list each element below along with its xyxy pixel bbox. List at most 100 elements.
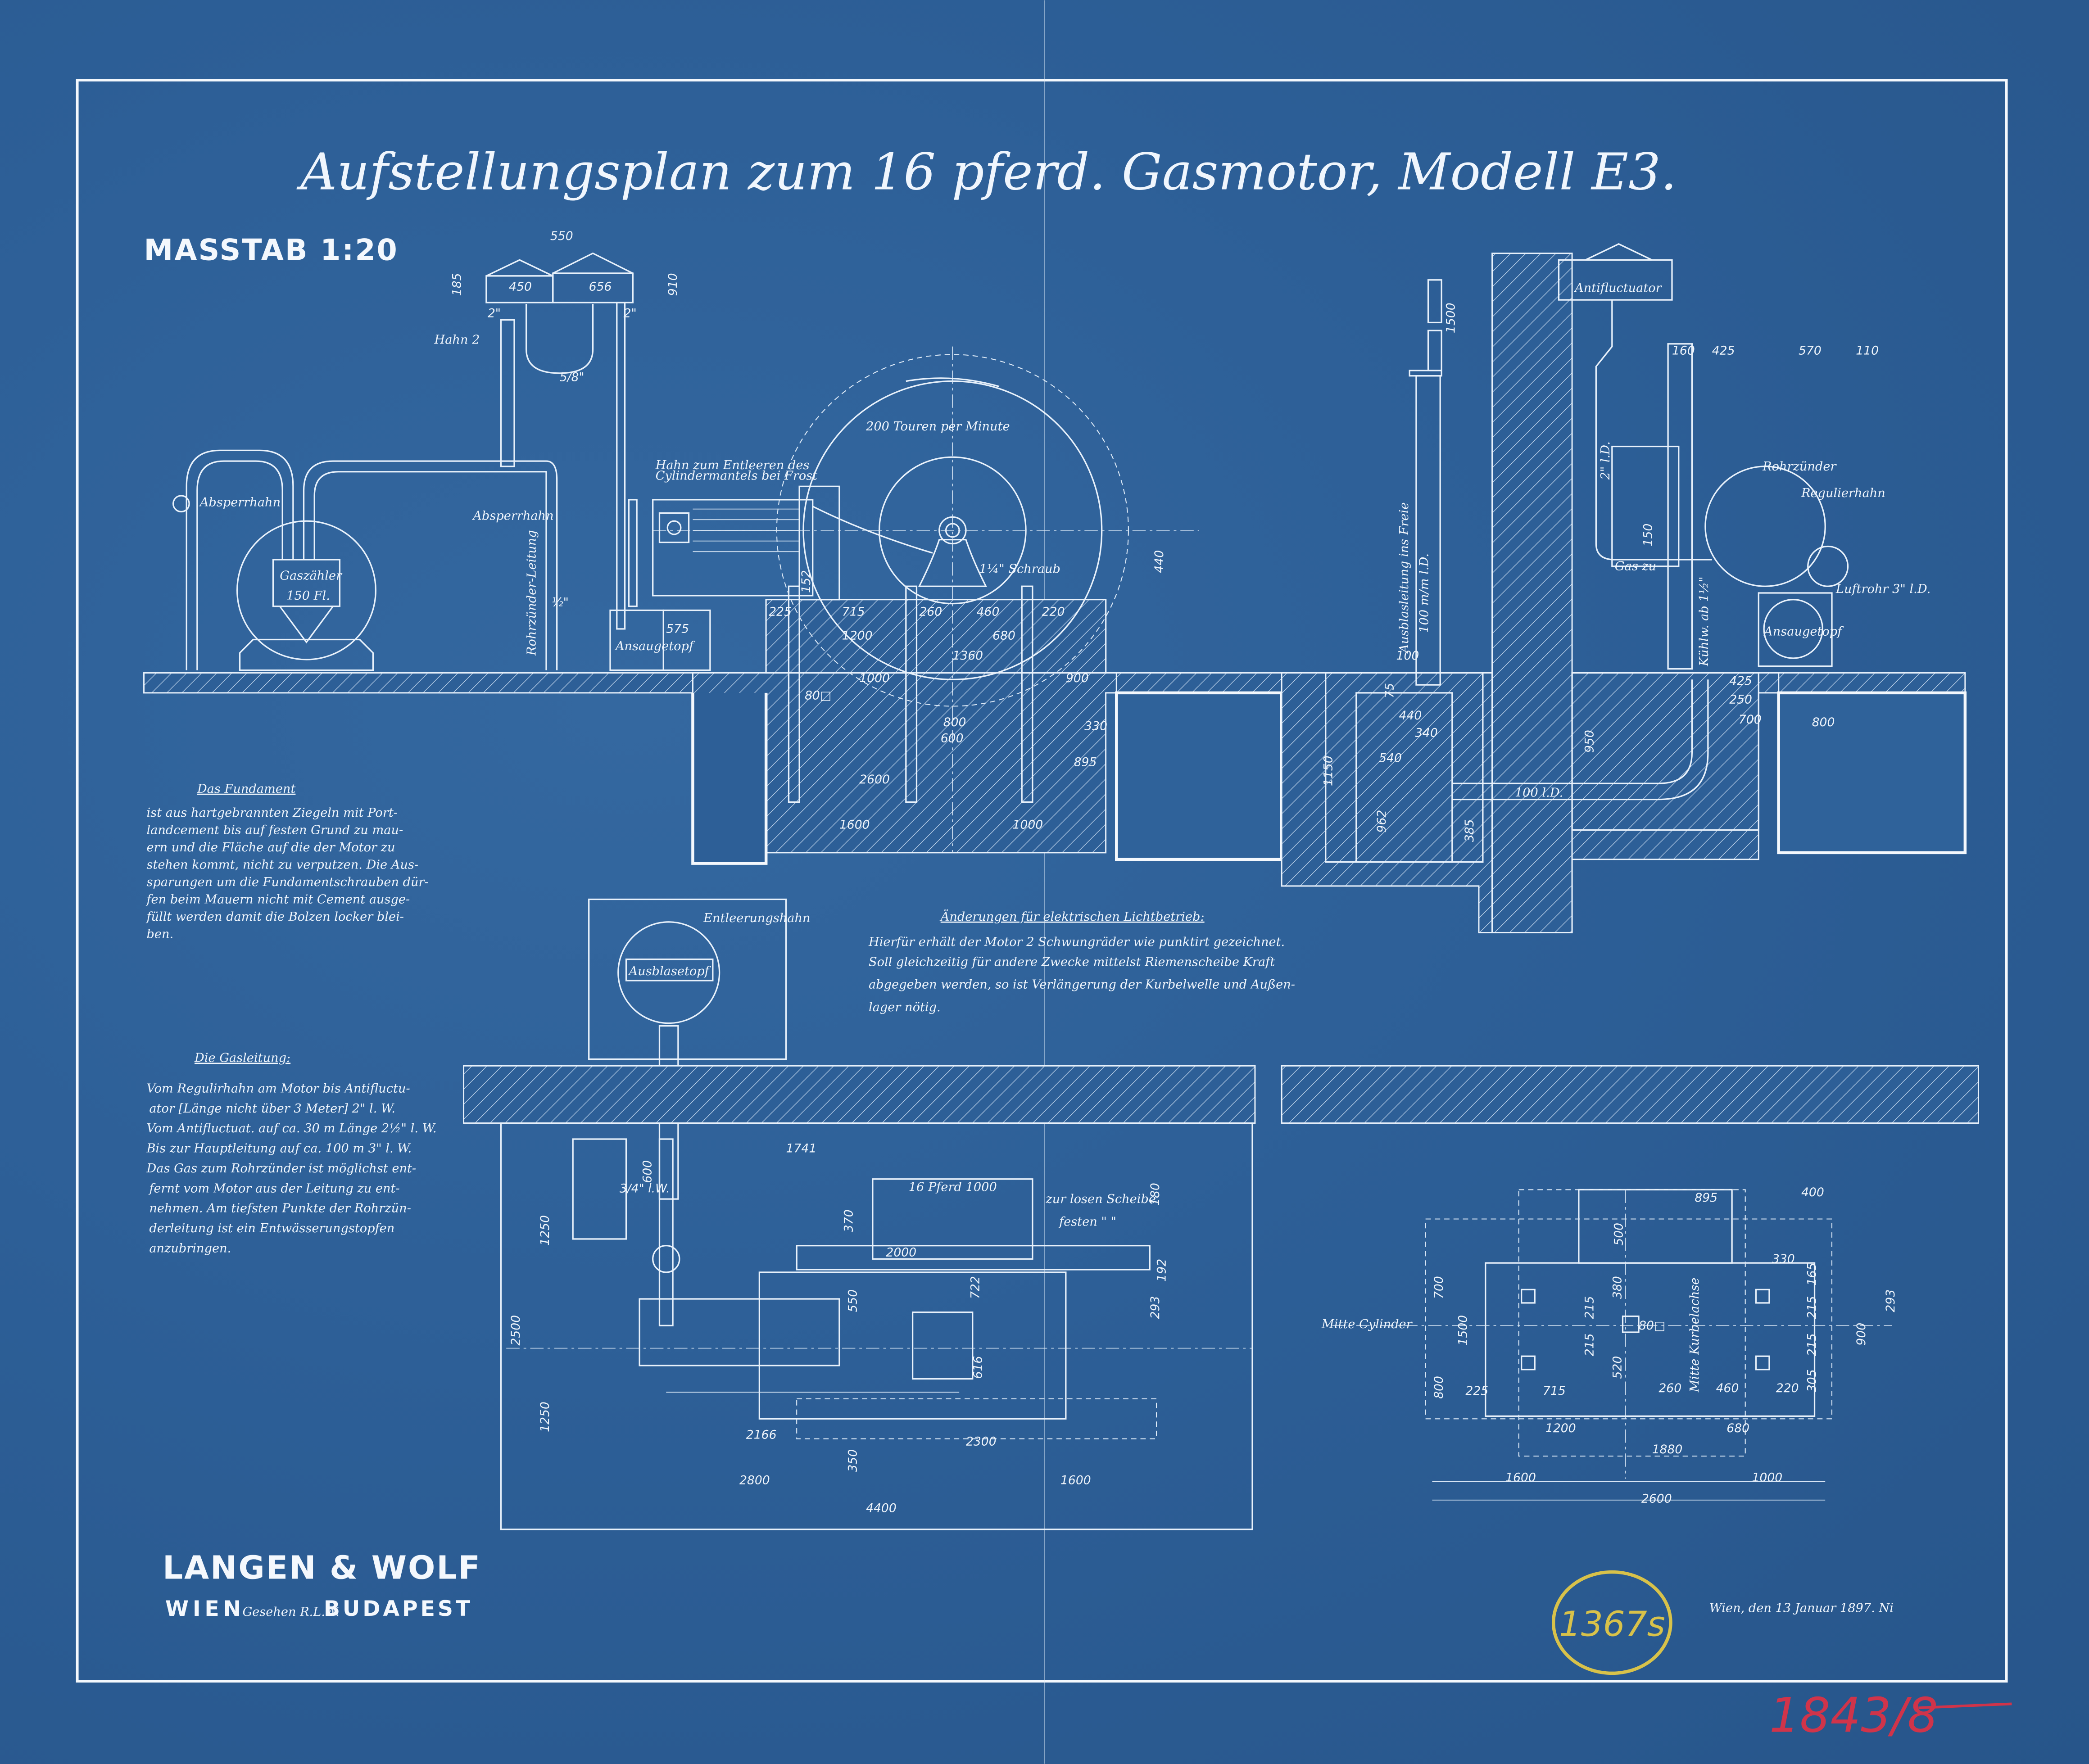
wall-plan-left bbox=[463, 1065, 1256, 1124]
svg-text:Das Fundament: Das Fundament bbox=[197, 782, 296, 796]
svg-text:1500: 1500 bbox=[1444, 303, 1458, 333]
svg-text:1600: 1600 bbox=[839, 818, 870, 832]
svg-text:Hahn zum Entleeren des: Hahn zum Entleeren des bbox=[655, 458, 810, 472]
pipe-pit bbox=[1571, 672, 1759, 831]
svg-text:150: 150 bbox=[1641, 524, 1655, 547]
svg-text:220: 220 bbox=[1776, 1381, 1799, 1395]
svg-text:Entleerungshahn: Entleerungshahn bbox=[703, 911, 810, 925]
svg-text:2166: 2166 bbox=[746, 1428, 777, 1442]
component-labels: Gaszähler 150 Fl. Absperrhahn Absperrhah… bbox=[199, 281, 1931, 1393]
svg-text:100: 100 bbox=[1396, 649, 1419, 663]
svg-text:895: 895 bbox=[1074, 755, 1097, 769]
svg-text:Rohrzünder: Rohrzünder bbox=[1762, 460, 1837, 474]
ausblasetopf-detail bbox=[588, 898, 787, 1200]
svg-text:550: 550 bbox=[550, 229, 573, 243]
svg-text:Die Gasleitung:: Die Gasleitung: bbox=[194, 1051, 290, 1065]
svg-text:962: 962 bbox=[1375, 810, 1389, 833]
svg-text:250: 250 bbox=[1729, 693, 1752, 707]
svg-text:520: 520 bbox=[1611, 1356, 1625, 1379]
svg-text:1367s: 1367s bbox=[1559, 1605, 1665, 1645]
svg-text:Absperrhahn: Absperrhahn bbox=[471, 509, 553, 523]
svg-text:722: 722 bbox=[969, 1276, 983, 1299]
svg-text:293: 293 bbox=[1148, 1296, 1162, 1319]
svg-text:Kühlw. ab 1½": Kühlw. ab 1½" bbox=[1697, 576, 1711, 666]
svg-text:1000: 1000 bbox=[1752, 1470, 1782, 1484]
svg-text:293: 293 bbox=[1884, 1289, 1898, 1312]
svg-text:500: 500 bbox=[1612, 1223, 1626, 1246]
svg-text:2": 2" bbox=[624, 307, 637, 321]
svg-text:425: 425 bbox=[1712, 344, 1735, 357]
svg-text:WIEN: WIEN bbox=[165, 1597, 245, 1621]
scale-label: MASSTAB 1:20 bbox=[144, 233, 399, 267]
svg-text:192: 192 bbox=[1155, 1259, 1169, 1282]
engine-plan-view bbox=[500, 1122, 1253, 1530]
svg-text:160: 160 bbox=[1672, 344, 1695, 357]
svg-text:185: 185 bbox=[450, 273, 464, 296]
svg-text:550: 550 bbox=[846, 1289, 860, 1312]
svg-text:1741: 1741 bbox=[786, 1142, 817, 1156]
svg-text:2500: 2500 bbox=[509, 1315, 523, 1346]
svg-text:680: 680 bbox=[1726, 1421, 1749, 1435]
svg-text:Mitte Kurbelachse: Mitte Kurbelachse bbox=[1688, 1277, 1702, 1393]
svg-text:Absperrhahn: Absperrhahn bbox=[199, 496, 281, 510]
svg-text:3/4" l.W.: 3/4" l.W. bbox=[620, 1181, 670, 1195]
svg-text:Ansaugetopf: Ansaugetopf bbox=[614, 639, 696, 653]
svg-text:1843/8: 1843/8 bbox=[1769, 1688, 1938, 1744]
svg-text:900: 900 bbox=[1066, 671, 1089, 685]
svg-text:616: 616 bbox=[971, 1356, 985, 1379]
svg-text:Hahn 2: Hahn 2 bbox=[434, 333, 480, 347]
svg-text:derleitung ist ein Entwässerun: derleitung ist ein Entwässerungstopfen bbox=[149, 1221, 394, 1235]
svg-text:Bis zur Hauptleitung auf ca. 1: Bis zur Hauptleitung auf ca. 100 m 3" l.… bbox=[146, 1142, 412, 1156]
svg-text:330: 330 bbox=[1084, 719, 1107, 733]
svg-text:Soll gleichzeitig für andere Z: Soll gleichzeitig für andere Zwecke mitt… bbox=[869, 955, 1275, 969]
svg-text:Gaszähler: Gaszähler bbox=[280, 569, 343, 583]
note-aenderungen: Änderungen für elektrischen Lichtbetrieb… bbox=[868, 909, 1295, 1014]
svg-text:540: 540 bbox=[1379, 751, 1402, 765]
svg-text:600: 600 bbox=[941, 731, 964, 745]
svg-text:Rohrzünder-Leitung: Rohrzünder-Leitung bbox=[525, 530, 539, 656]
svg-text:fen beim Mauern nicht mit Ceme: fen beim Mauern nicht mit Cement ausge- bbox=[145, 892, 410, 906]
svg-text:700: 700 bbox=[1432, 1276, 1446, 1299]
engine-cylinder bbox=[652, 485, 933, 601]
note-gasleitung: Die Gasleitung: Vom Regulirhahn am Motor… bbox=[146, 1051, 436, 1255]
svg-text:225: 225 bbox=[769, 605, 792, 619]
svg-text:Luftrohr 3" l.D.: Luftrohr 3" l.D. bbox=[1835, 582, 1930, 596]
svg-text:80□: 80□ bbox=[805, 689, 831, 703]
svg-text:fernt vom Motor aus der Leitun: fernt vom Motor aus der Leitung zu ent- bbox=[148, 1181, 399, 1195]
svg-text:½": ½" bbox=[552, 596, 569, 610]
svg-text:600: 600 bbox=[641, 1160, 655, 1183]
svg-text:180: 180 bbox=[1148, 1183, 1162, 1206]
svg-text:2": 2" bbox=[488, 307, 501, 321]
svg-text:200 Touren per Minute: 200 Touren per Minute bbox=[866, 420, 1010, 434]
svg-text:Regulierhahn: Regulierhahn bbox=[1801, 486, 1885, 500]
svg-text:215: 215 bbox=[1805, 1333, 1819, 1356]
svg-text:215: 215 bbox=[1582, 1333, 1596, 1356]
svg-text:1250: 1250 bbox=[538, 1402, 552, 1432]
svg-text:Ansaugetopf: Ansaugetopf bbox=[1763, 625, 1844, 639]
svg-text:füllt werden damit die Bolzen: füllt werden damit die Bolzen locker ble… bbox=[145, 910, 404, 924]
wall-plan-right bbox=[1281, 1065, 1979, 1124]
svg-text:Vom Antifluctuat. auf ca. 30 m: Vom Antifluctuat. auf ca. 30 m Länge 2½"… bbox=[146, 1122, 436, 1135]
svg-text:5/8": 5/8" bbox=[560, 371, 585, 384]
svg-text:450: 450 bbox=[509, 280, 532, 294]
svg-text:800: 800 bbox=[943, 715, 966, 729]
svg-text:sparungen um die Fundamentschr: sparungen um die Fundamentschrauben dür- bbox=[146, 875, 428, 889]
svg-text:zur losen Scheibe: zur losen Scheibe bbox=[1045, 1192, 1156, 1206]
svg-text:1500: 1500 bbox=[1456, 1315, 1470, 1346]
svg-text:340: 340 bbox=[1415, 726, 1438, 740]
svg-text:800: 800 bbox=[1432, 1376, 1446, 1399]
svg-text:260: 260 bbox=[1659, 1381, 1681, 1395]
svg-text:Antifluctuator: Antifluctuator bbox=[1573, 281, 1663, 295]
foundation-plan-view bbox=[1332, 1189, 1892, 1501]
ground-section bbox=[143, 253, 1967, 933]
svg-text:stehen kommt, nicht zu verputz: stehen kommt, nicht zu verputzen. Die Au… bbox=[146, 858, 418, 872]
drawing-title: Aufstellungsplan zum 16 pferd. Gasmotor,… bbox=[296, 143, 1677, 202]
svg-text:152: 152 bbox=[799, 570, 813, 593]
svg-text:220: 220 bbox=[1042, 605, 1065, 619]
svg-text:900: 900 bbox=[1854, 1323, 1868, 1346]
svg-text:1250: 1250 bbox=[538, 1215, 552, 1246]
svg-text:715: 715 bbox=[1543, 1384, 1566, 1398]
svg-text:Cylindermantels bei Frost: Cylindermantels bei Frost bbox=[656, 469, 818, 483]
svg-text:1¼" Schraub: 1¼" Schraub bbox=[979, 562, 1060, 576]
svg-text:lager nötig.: lager nötig. bbox=[869, 1000, 941, 1014]
